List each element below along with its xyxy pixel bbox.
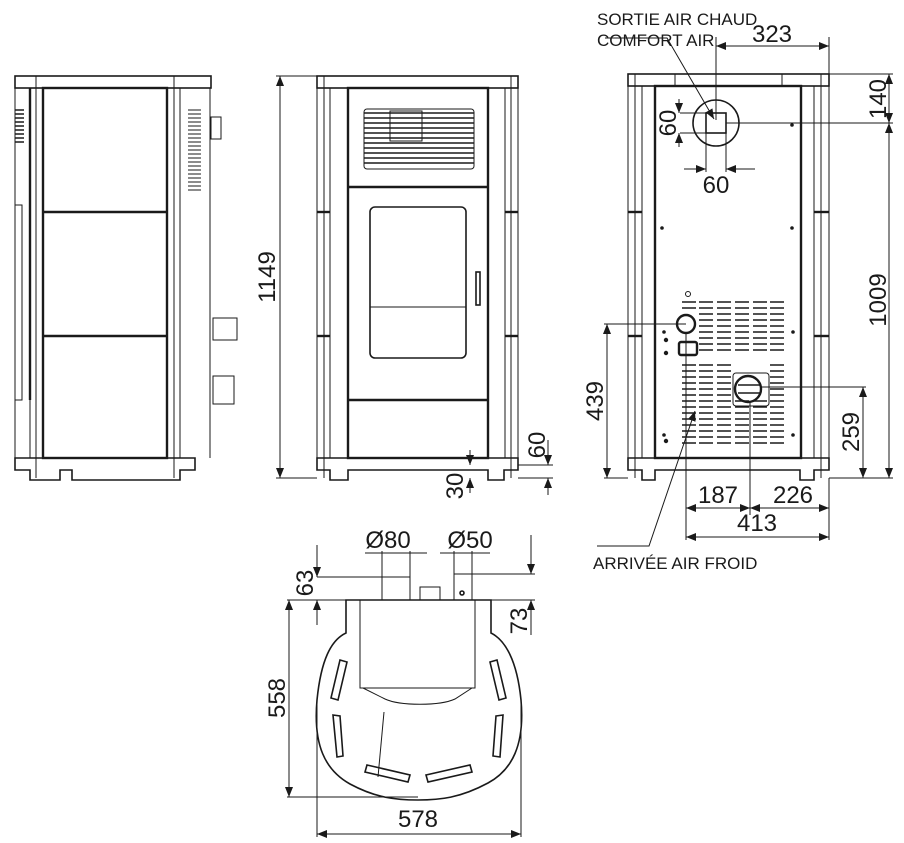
back-screws <box>660 123 795 444</box>
air-pipe-side <box>212 375 235 405</box>
front-door <box>369 206 481 359</box>
dim-1009-group: 1009 <box>829 123 893 479</box>
dim-140: 140 <box>865 79 892 119</box>
dim-1009: 1009 <box>865 273 892 326</box>
dim-60-vertical: 60 <box>655 110 682 137</box>
dim-1149: 1149 <box>254 251 281 303</box>
front-grille <box>363 108 475 170</box>
label-sortie-air-chaud: SORTIE AIR CHAUD <box>597 10 757 29</box>
dim-187-226-413-group: 187 226 413 <box>685 333 830 541</box>
side-vents-right <box>188 109 201 191</box>
dim-558: 558 <box>264 678 291 718</box>
dim-63-group: 63 <box>292 545 382 625</box>
dim-140-group: 140 <box>726 73 893 124</box>
dim-323: 323 <box>752 21 792 48</box>
back-view <box>627 73 830 481</box>
dim-323-group: 323 <box>715 21 830 120</box>
dim-73-group: 73 <box>472 535 535 635</box>
hot-air-callout: SORTIE AIR CHAUD COMFORT AIR <box>597 10 757 120</box>
side-view <box>14 75 238 481</box>
dim-diam80-group: Ø80 <box>365 527 427 577</box>
dim-187: 187 <box>698 482 738 509</box>
dim-60-vertical-group: 60 <box>655 99 706 147</box>
front-foot-dimension: 60 <box>518 432 553 495</box>
dim-73: 73 <box>506 608 533 635</box>
front-base-gap-dimension: 30 <box>442 450 474 500</box>
dim-259: 259 <box>838 412 865 452</box>
back-vents <box>682 301 784 444</box>
front-height-dimension: 1149 <box>254 75 317 479</box>
dim-259-group: 259 <box>760 386 867 478</box>
back-switch <box>677 340 699 357</box>
dim-226: 226 <box>773 482 813 509</box>
dim-578: 578 <box>398 806 438 833</box>
flue-pipe-top <box>381 576 411 601</box>
dim-63: 63 <box>292 570 319 597</box>
cold-air-inlet <box>733 374 763 404</box>
dim-578-group: 578 <box>316 700 522 838</box>
dim-60-horizontal: 60 <box>703 172 730 199</box>
dim-diam50: Ø50 <box>447 527 492 554</box>
top-vent-slots <box>330 659 507 783</box>
door-handle <box>475 271 481 306</box>
dim-558-group: 558 <box>264 599 418 798</box>
air-pipe-top <box>453 573 473 601</box>
dim-diam50-group: Ø50 <box>440 527 493 574</box>
side-vents-left <box>15 109 24 143</box>
top-view <box>315 573 523 801</box>
dim-60-horizontal-group: 60 <box>684 133 755 199</box>
dim-30: 30 <box>442 473 469 500</box>
dim-diam80: Ø80 <box>365 527 410 554</box>
flue-pipe-side <box>212 317 238 341</box>
dim-439: 439 <box>582 381 609 421</box>
dim-413: 413 <box>737 510 777 537</box>
dim-60-front: 60 <box>524 432 551 459</box>
dim-439-group: 439 <box>582 323 686 479</box>
label-arrivee-air-froid: ARRIVÉE AIR FROID <box>593 554 757 573</box>
front-view <box>316 75 519 481</box>
cold-air-callout: ARRIVÉE AIR FROID <box>593 410 757 573</box>
label-comfort-air: COMFORT AIR <box>597 31 714 50</box>
